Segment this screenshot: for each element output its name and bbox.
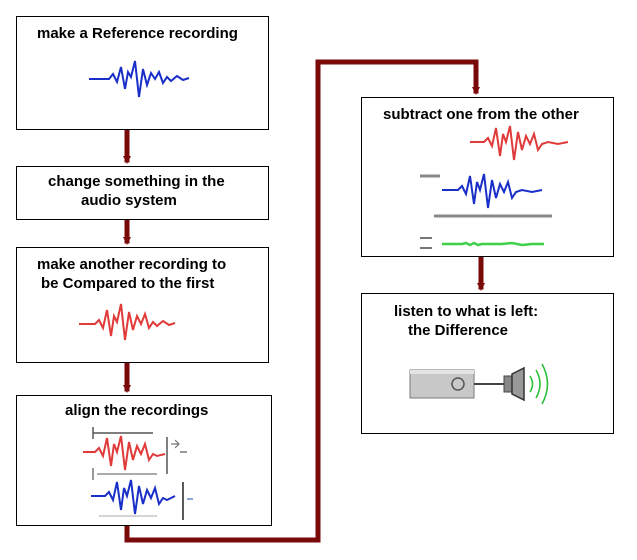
- step-change-box: change something in the audio system: [16, 166, 269, 220]
- step-listen-box: listen to what is left: the Difference: [361, 293, 614, 434]
- step-align-box: align the recordings: [16, 395, 272, 526]
- step-align-label: align the recordings: [65, 402, 209, 419]
- step-reference-box: make a Reference recording: [16, 16, 269, 130]
- step-subtract-label: subtract one from the other: [383, 106, 579, 123]
- arrow-align-to-subtract: [124, 59, 480, 543]
- step-subtract-box: subtract one from the other: [361, 97, 614, 257]
- step-change-line1: change something in the: [48, 173, 225, 190]
- step-another-line1: make another recording to: [37, 256, 227, 273]
- step-another-line2: be Compared to the first: [41, 275, 215, 292]
- align-illustration: [83, 427, 193, 520]
- step-reference-label: make a Reference recording: [37, 25, 238, 42]
- speaker-icon: [409, 366, 525, 402]
- compared-waveform: [79, 303, 176, 341]
- step-listen-line1: listen to what is left:: [394, 303, 539, 320]
- step-change-line2: audio system: [81, 192, 177, 209]
- step-another-box: make another recording to be Compared to…: [16, 247, 269, 363]
- speaker-illustration: [409, 363, 549, 405]
- subtract-illustration: [420, 125, 569, 249]
- reference-waveform: [89, 60, 190, 98]
- sound-waves-icon: [529, 363, 549, 405]
- step-listen-line2: the Difference: [408, 322, 509, 339]
